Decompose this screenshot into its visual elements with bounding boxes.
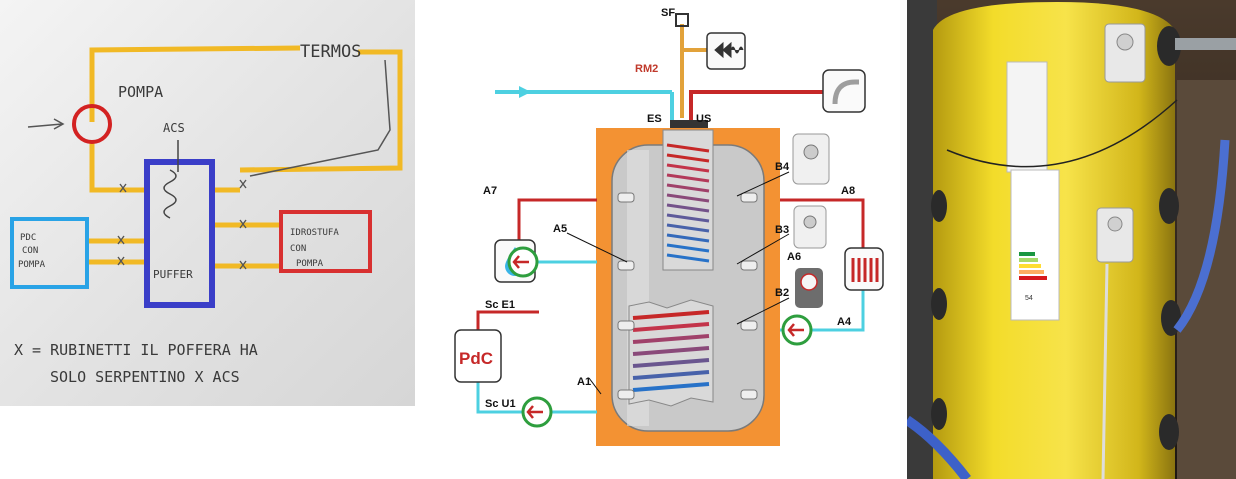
pdc-icon-box [454, 329, 502, 383]
heat-pump-coil [628, 299, 714, 407]
sketch-pdc-line1: PDC [20, 233, 36, 243]
pdc-box [10, 217, 89, 289]
photo-thermostat-top-knob [1116, 33, 1134, 51]
pipe-termos-return [239, 49, 403, 173]
whiteboard-sketch-panel: TERMOS POMPA ACS PUFFER PDC CON POMPA ID… [0, 0, 415, 406]
tank-flange [670, 120, 708, 128]
sketch-puffer-label: PUFFER [153, 268, 193, 281]
pump-a4-arrow [787, 323, 804, 337]
label-sc-e1: Sc E1 [485, 299, 515, 311]
label-es: ES [647, 113, 662, 125]
leader-lines [566, 171, 790, 395]
left-wall [907, 0, 937, 479]
shower-icon [822, 69, 866, 113]
photo-thermostat-middle-knob [1107, 216, 1123, 232]
label-sf: SF [661, 7, 675, 19]
label-a1: A1 [577, 376, 591, 388]
photo-blue-hose [1173, 139, 1230, 333]
heater-elements [851, 258, 879, 282]
inlet-arrow-icon [519, 86, 531, 98]
label-a4: A4 [837, 316, 852, 328]
thermostat-b4-knob [803, 144, 819, 160]
pump-a5-arrow [512, 255, 529, 269]
sketch-pompa-label: POMPA [118, 83, 163, 101]
pipe-sc-u1 [476, 382, 597, 414]
pipe-a8 [780, 198, 865, 248]
sketch-note-line2: SOLO SERPENTINO X ACS [50, 368, 240, 386]
pipe-sc-e1 [476, 310, 539, 330]
photo-thermostat-top [1104, 23, 1146, 83]
label-b2: B2 [775, 287, 789, 299]
label-sc-u1: Sc U1 [485, 398, 516, 410]
label-a8: A8 [841, 185, 855, 197]
pipe-pump-to-termos [89, 45, 301, 122]
pump-sc-u1-arrow [526, 405, 543, 419]
puffer-schematic-panel: PdC SF RM2 ES US A7 A8 A5 A6 A4 A1 B4 B3… [415, 0, 905, 479]
label-b3: B3 [775, 224, 789, 236]
energy-label-kw: 54 [1025, 295, 1033, 302]
air-vent-icon [675, 13, 689, 27]
tank-nameplate [1006, 61, 1048, 173]
hot-water-outlet-pipe [689, 90, 825, 124]
label-a6: A6 [787, 251, 801, 263]
puffer-schematic: PdC SF RM2 ES US A7 A8 A5 A6 A4 A1 B4 B3… [454, 7, 884, 446]
left-sockets [617, 192, 635, 400]
thermostat-b3-knob [803, 215, 817, 229]
shower-head [832, 79, 859, 105]
sketch-note-line1: X = RUBINETTI IL POFFERA HA [14, 341, 258, 359]
pencil-line [249, 59, 391, 177]
dhw-coil [662, 129, 714, 271]
whiteboard-sketch: TERMOS POMPA ACS PUFFER PDC CON POMPA ID… [10, 42, 403, 386]
sketch-acs-label: ACS [163, 121, 185, 135]
energy-rating-bars [1019, 252, 1047, 280]
idrostufa-box [279, 210, 372, 273]
photo-sensor-cable [946, 99, 1178, 168]
tank-photo: 54 [907, 0, 1236, 479]
label-us: US [696, 113, 711, 125]
photo-pipe-top [1175, 38, 1236, 50]
puffer-box [144, 159, 215, 308]
pump-circle [72, 104, 112, 144]
photo-thermostat-middle [1096, 207, 1134, 263]
coil-sketch [163, 169, 177, 219]
sketch-pdc-line2: CON [22, 246, 38, 256]
photo-white-cable [1101, 263, 1109, 479]
pipe-pump-to-puffer [89, 140, 150, 193]
sketch-idrostufa-line2: CON [290, 244, 306, 254]
energy-label [1010, 169, 1060, 321]
thermometer-b2-dial [800, 273, 818, 291]
pipe-a7 [517, 198, 597, 242]
sketch-idrostufa-line1: IDROSTUFA [290, 228, 339, 238]
label-rm2: RM2 [635, 63, 658, 75]
label-a7: A7 [483, 185, 497, 197]
valve-symbol [714, 41, 744, 59]
right-sockets [740, 192, 758, 400]
label-b4: B4 [775, 161, 790, 173]
valve-marks [117, 179, 247, 270]
label-pdc: PdC [459, 349, 493, 368]
tank-photo-panel: 54 [907, 0, 1236, 479]
sketch-pdc-line3: POMPA [18, 260, 46, 270]
tank-sockets [931, 26, 1181, 450]
photo-blue-hose-left [907, 415, 971, 479]
label-a5: A5 [553, 223, 567, 235]
inlet-arrow-sketch [27, 118, 65, 130]
sketch-termos-label: TERMOS [300, 42, 361, 62]
sketch-idrostufa-line3: POMPA [296, 259, 324, 269]
